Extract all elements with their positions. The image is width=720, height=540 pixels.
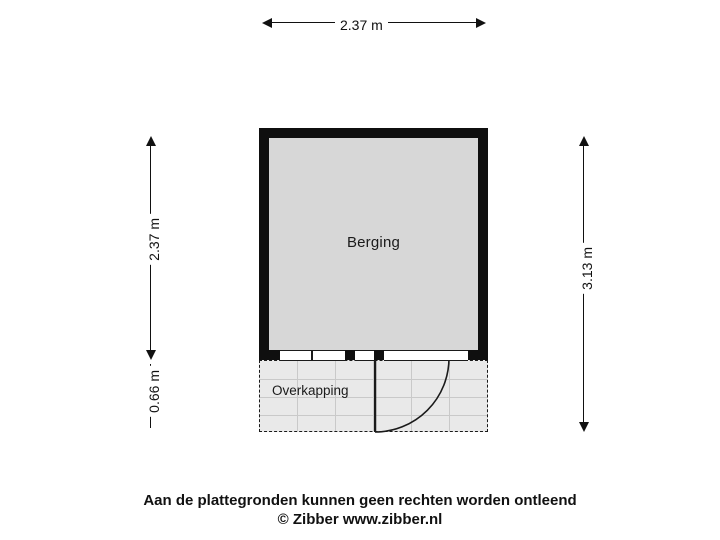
dimension-right: 3.13 m bbox=[573, 136, 599, 432]
room-berging-label: Berging bbox=[346, 234, 401, 251]
footer: Aan de plattegronden kunnen geen rechten… bbox=[0, 491, 720, 529]
dimension-left-upper: 2.37 m bbox=[140, 136, 166, 360]
dimension-left-upper-arrow-bottom bbox=[146, 350, 156, 360]
dimension-top-arrow-right bbox=[476, 18, 486, 28]
canopy-tile-grid bbox=[260, 361, 487, 431]
room-berging-fill bbox=[269, 138, 478, 350]
dimension-left-upper-arrow-top bbox=[146, 136, 156, 146]
window-opening-left bbox=[280, 350, 345, 361]
door-swing-icon bbox=[374, 357, 450, 433]
dimension-left-upper-label: 2.37 m bbox=[142, 214, 166, 265]
dimension-left-lower-label: 0.66 m bbox=[142, 366, 166, 417]
dimension-top-arrow-left bbox=[262, 18, 272, 28]
window-opening-right bbox=[355, 350, 374, 361]
footer-disclaimer: Aan de plattegronden kunnen geen rechten… bbox=[143, 492, 577, 509]
dimension-top: 2.37 m bbox=[262, 14, 486, 36]
room-berging bbox=[259, 128, 488, 360]
dimension-right-arrow-bottom bbox=[579, 422, 589, 432]
dimension-left-lower: 0.66 m bbox=[140, 360, 166, 432]
dimension-right-label: 3.13 m bbox=[575, 243, 599, 294]
door-opening bbox=[384, 350, 468, 361]
dimension-right-arrow-top bbox=[579, 136, 589, 146]
wall-openings bbox=[259, 350, 488, 361]
room-overkapping-label: Overkapping bbox=[272, 383, 349, 398]
dimension-top-label: 2.37 m bbox=[335, 14, 388, 36]
footer-copyright: © Zibber www.zibber.nl bbox=[277, 511, 443, 528]
